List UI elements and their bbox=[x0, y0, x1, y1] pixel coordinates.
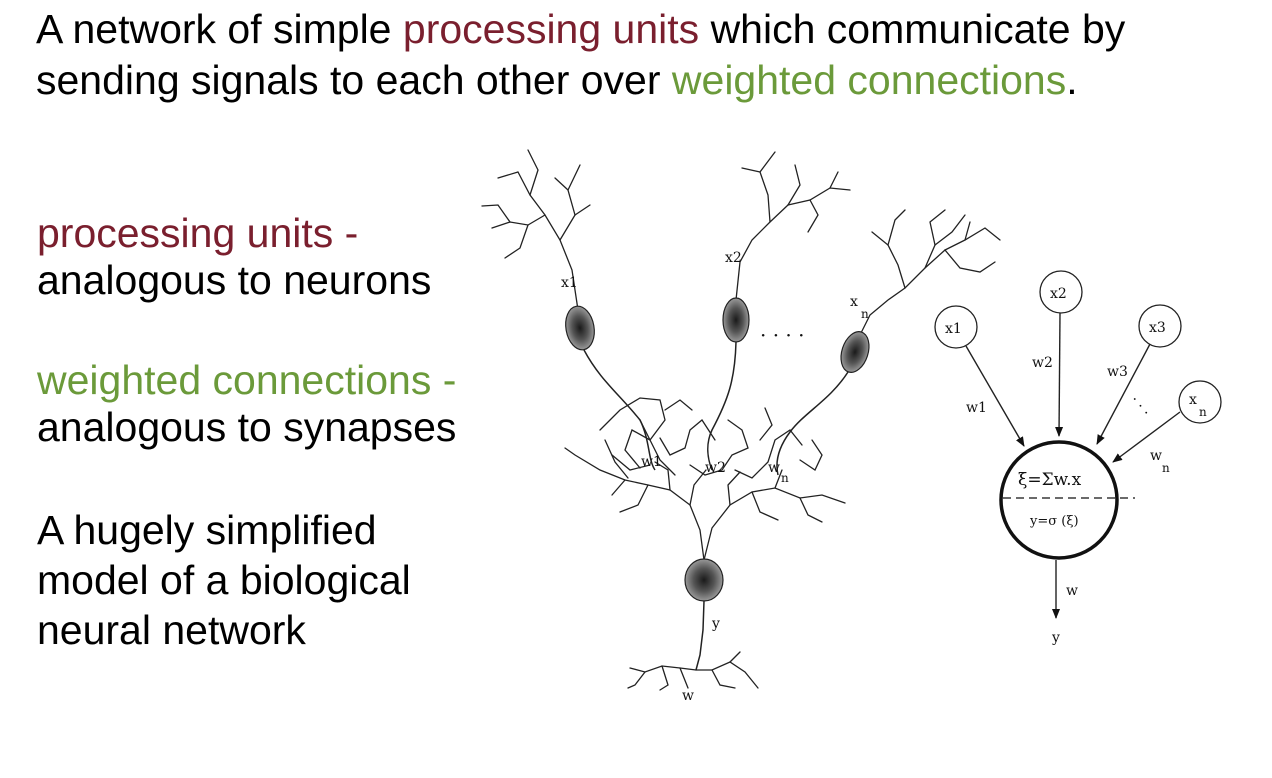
processing-units-description: analogous to neurons bbox=[37, 257, 432, 303]
processing-units-term: processing units - bbox=[37, 210, 359, 256]
input-label-xn-main: x bbox=[1189, 392, 1197, 408]
connection-x3 bbox=[1096, 343, 1151, 445]
output-weight-label: w bbox=[1066, 583, 1078, 599]
neuron-2-soma bbox=[722, 297, 750, 343]
headline: A network of simple processing units whi… bbox=[36, 4, 1236, 106]
processing-units-block: processing units - analogous to neurons bbox=[37, 210, 431, 304]
connection-xn bbox=[1112, 411, 1181, 463]
synapse-tangle bbox=[599, 397, 823, 479]
headline-processing-units: processing units bbox=[402, 6, 700, 52]
output-neuron-dendrites bbox=[564, 447, 846, 561]
input-node-x1 bbox=[934, 305, 978, 349]
bio-ellipsis: · · · · bbox=[760, 323, 805, 347]
bio-label-w2: w2 bbox=[705, 460, 726, 476]
input-node-x3 bbox=[1138, 304, 1182, 348]
output-label-y: y bbox=[1051, 630, 1060, 646]
weight-label-wn-main: w bbox=[1150, 448, 1162, 464]
bio-label-w1: w1 bbox=[641, 454, 662, 470]
output-neuron-soma bbox=[684, 558, 724, 602]
weighted-connections-block: weighted connections - analogous to syna… bbox=[37, 357, 456, 451]
connection-x2 bbox=[1055, 312, 1064, 437]
bio-label-xn-main: x bbox=[850, 294, 858, 310]
weight-label-wn-sub: n bbox=[1162, 461, 1170, 475]
artificial-neuron-body bbox=[999, 440, 1119, 560]
neuron-n-soma bbox=[840, 331, 870, 373]
weight-label-w3: w3 bbox=[1107, 364, 1128, 380]
input-axons bbox=[583, 341, 849, 476]
bio-label-y: y bbox=[711, 616, 720, 632]
artificial-neuron-diagram: x1 x2 x3 x n w1 w2 w3 w n . . . ξ=Σw.x y… bbox=[934, 270, 1222, 646]
input-node-xn bbox=[1178, 380, 1222, 424]
biological-neuron-diagram: x1 x2 x n · · · · w1 w2 w n y w bbox=[481, 149, 1001, 704]
bio-label-wn-sub: n bbox=[781, 471, 789, 485]
headline-part1: A network of simple bbox=[36, 6, 403, 52]
activation-formula: y=σ (ξ) bbox=[1029, 514, 1079, 529]
weighted-connections-description: analogous to synapses bbox=[37, 404, 457, 450]
simplified-line-1: A hugely simplified bbox=[37, 507, 377, 553]
simplified-line-2: model of a biological bbox=[37, 557, 411, 603]
headline-part2: which communicate by sending signals to … bbox=[36, 6, 1126, 103]
neuron-1-dendrites bbox=[481, 149, 591, 311]
output-axon bbox=[695, 600, 705, 671]
weighted-connections-term: weighted connections - bbox=[37, 357, 457, 403]
input-label-x1: x1 bbox=[945, 321, 962, 337]
connection-x1 bbox=[965, 345, 1025, 447]
input-dots: . . . bbox=[1130, 390, 1157, 417]
neuron-1-soma bbox=[565, 305, 595, 351]
input-node-x2 bbox=[1039, 270, 1083, 314]
sum-formula: ξ=Σw.x bbox=[1018, 470, 1082, 490]
bio-label-w: w bbox=[682, 688, 694, 704]
simplified-model-block: A hugely simplified model of a biologica… bbox=[37, 505, 411, 655]
weight-label-w2: w2 bbox=[1032, 355, 1053, 371]
headline-part3: . bbox=[1066, 57, 1078, 103]
simplified-line-3: neural network bbox=[37, 607, 306, 653]
neuron-n-dendrites bbox=[859, 209, 1001, 336]
axon-terminal bbox=[627, 651, 759, 691]
bio-label-xn-sub: n bbox=[861, 307, 869, 321]
bio-label-x1: x1 bbox=[561, 275, 578, 291]
bio-label-wn-main: w bbox=[768, 460, 780, 476]
weight-label-w1: w1 bbox=[966, 400, 987, 416]
headline-weighted-connections: weighted connections bbox=[671, 57, 1067, 103]
bio-label-x2: x2 bbox=[725, 250, 742, 266]
input-label-xn-sub: n bbox=[1199, 405, 1207, 419]
input-label-x2: x2 bbox=[1050, 286, 1067, 302]
input-label-x3: x3 bbox=[1149, 320, 1166, 336]
neuron-2-dendrites bbox=[735, 151, 851, 301]
